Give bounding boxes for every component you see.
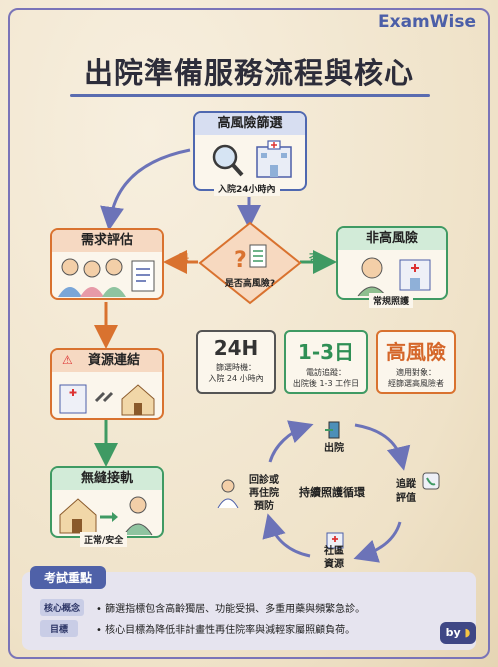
decision-question: 是否高風險? <box>224 279 276 289</box>
key-text-goal-value: 核心目標為降低非計畫性再住院率與減輕家屬照顧負荷。 <box>105 625 356 636</box>
key-tag-goal: 目標 <box>40 620 79 637</box>
home-care-icon <box>59 496 153 536</box>
by-badge: by ◗ <box>440 622 476 644</box>
banana-icon: ◗ <box>464 626 471 639</box>
cycle-arrow-4 <box>268 420 314 463</box>
cycle-community-1: 社區 <box>324 546 344 557</box>
cycle-arrow-2 <box>353 521 402 563</box>
stat-card-high-risk: 高風險 適用對象： 經篩選高風險者 <box>376 330 456 394</box>
screening-title: 高風險篩選 <box>195 113 305 135</box>
magnifier-hospital-icon <box>212 140 292 178</box>
door-exit-icon <box>325 421 340 439</box>
arrow-screening-to-assessment <box>100 148 191 231</box>
stat-high-risk-line1: 適用對象： <box>396 368 436 377</box>
stat-card-1-3d: 1-3日 電訪追蹤： 出院後 1-3 工作日 <box>284 330 368 394</box>
key-text-core-value: 篩選指標包含高齡獨居、功能受損、多重用藥與頻繁急診。 <box>105 604 366 615</box>
decision-yes-label: 是 <box>178 252 189 265</box>
non-high-risk-caption: 常規照護 <box>369 293 414 308</box>
by-label: by <box>445 626 461 639</box>
resource-title: 資源連結 <box>52 350 162 372</box>
cycle-revisit-1: 回診或 <box>249 475 279 486</box>
assessment-title: 需求評估 <box>52 230 162 252</box>
cycle-tracking-2: 評值 <box>396 493 416 504</box>
cycle-center: 持續照護循環 <box>299 486 365 499</box>
seamless-caption: 正常/安全 <box>80 532 128 547</box>
non-high-risk-box: 非高風險 <box>336 226 448 300</box>
cycle-revisit-3: 預防 <box>254 501 274 512</box>
brand-logo: ExamWise <box>378 12 476 32</box>
key-text-goal: • 核心目標為降低非計畫性再住院率與減輕家屬照顧負荷。 <box>96 625 356 636</box>
key-text-core: • 篩選指標包含高齡獨居、功能受損、多重用藥與頻繁急診。 <box>96 604 366 615</box>
stat-24h-line2: 入院 24 小時內 <box>208 374 264 383</box>
hospital-link-house-icon <box>59 384 155 416</box>
decision-no-label: 否 <box>309 252 320 265</box>
stat-24h-value: 24H <box>213 336 259 360</box>
non-high-risk-title: 非高風險 <box>338 228 446 250</box>
stat-1-3d-line1: 電訪追蹤： <box>306 368 346 377</box>
warning-icon: ⚠ <box>62 353 73 367</box>
stat-1-3d-line2: 出院後 1-3 工作日 <box>292 379 360 388</box>
stat-high-risk-line2: 經篩選高風險者 <box>388 379 444 388</box>
screening-box: 高風險篩選 <box>193 111 307 191</box>
cycle-community-2: 資源 <box>324 559 344 570</box>
community-hospital-icon <box>326 532 344 549</box>
cycle-tracking-1: 追蹤 <box>396 479 416 490</box>
elder-hospital-icon <box>357 257 431 297</box>
medical-team-icon <box>58 258 155 297</box>
resource-box: 資源連結 ⚠ <box>50 348 164 420</box>
assessment-box: 需求評估 <box>50 228 164 300</box>
cycle-arrow-3 <box>262 513 311 558</box>
phone-icon <box>422 472 440 490</box>
stat-high-risk-value: 高風險 <box>386 340 446 364</box>
seamless-title: 無縫接軌 <box>52 468 162 490</box>
page-title: 出院準備服務流程與核心 <box>83 56 414 90</box>
screening-caption: 入院24小時內 <box>214 181 280 196</box>
cycle-discharge: 出院 <box>324 443 344 454</box>
stat-24h-line1: 篩選時機： <box>216 363 256 372</box>
stat-1-3d-value: 1-3日 <box>297 340 355 364</box>
cycle-revisit-2: 再住院 <box>249 488 279 499</box>
decision-diamond: ? <box>198 221 302 305</box>
key-tag-core: 核心概念 <box>40 599 85 616</box>
stat-card-24h: 24H 篩選時機： 入院 24 小時內 <box>196 330 276 394</box>
svg-text:?: ? <box>234 248 247 273</box>
page-frame <box>8 8 490 659</box>
title-underline <box>70 94 430 97</box>
key-points-heading: 考試重點 <box>30 566 107 589</box>
cycle-arrow-1 <box>354 423 411 471</box>
doctor-icon <box>217 479 239 508</box>
seamless-box: 無縫接軌 <box>50 466 164 538</box>
